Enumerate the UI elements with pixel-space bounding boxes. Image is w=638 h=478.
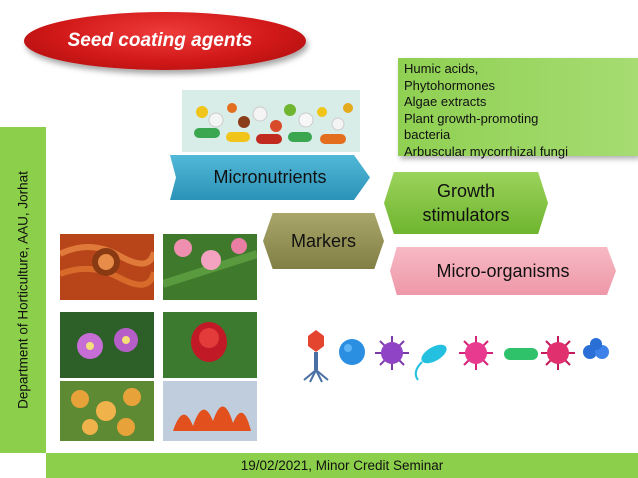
title-banner: Seed coating agents <box>24 12 306 70</box>
growth-label-line1: Growth <box>436 181 496 201</box>
side-strip: Department of Horticulture, AAU, Jorhat <box>0 127 46 453</box>
footer-text: 19/02/2021, Minor Credit Seminar <box>240 458 444 473</box>
microbes-illustration <box>296 322 616 412</box>
micronutrients-label: Micronutrients <box>213 167 327 187</box>
info-line: bacteria <box>404 127 451 142</box>
orange-fruit-photo <box>60 381 154 441</box>
growth-stimulators-tag: Growth stimulators <box>384 172 548 234</box>
red-flower-photo <box>163 312 257 378</box>
markers-label: Markers <box>290 230 356 251</box>
markers-tag: Markers <box>263 213 384 269</box>
info-line: Algae extracts <box>404 94 487 109</box>
slide-title: Seed coating agents <box>67 30 253 51</box>
info-line: Arbuscular mycorrhizal fungi <box>404 143 569 159</box>
microorganisms-tag: Micro-organisms <box>390 247 616 295</box>
side-label: Department of Horticulture, AAU, Jorhat <box>15 171 31 409</box>
dyed-yarn-photo <box>60 234 154 300</box>
purple-flower-photo <box>60 312 154 378</box>
microorganisms-label: Micro-organisms <box>436 260 570 281</box>
footer-bar: 19/02/2021, Minor Credit Seminar <box>46 453 638 478</box>
micronutrients-tag: Micronutrients <box>170 155 370 200</box>
growth-label-line2: stimulators <box>422 205 510 225</box>
info-line: Plant growth-promoting <box>404 110 539 126</box>
pink-flower-tree-photo <box>163 234 257 300</box>
pills-image <box>182 90 360 152</box>
flame-flower-photo <box>163 381 257 441</box>
stimulator-list-box: Humic acids, Phytohormones Algae extract… <box>398 58 638 159</box>
info-line: Phytohormones <box>404 77 496 93</box>
info-line: Humic acids, <box>404 61 479 76</box>
